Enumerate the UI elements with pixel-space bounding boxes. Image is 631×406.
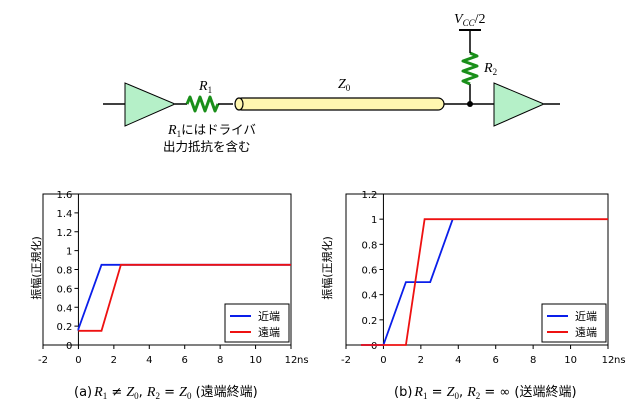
y-tick-label: 1.2 — [57, 228, 73, 239]
chart-a-x-ticks: -2 0 2 4 6 8 10 12 — [38, 345, 297, 366]
note-line-1: R1にはドライバ — [167, 122, 256, 139]
chart-b-y-label: 振幅(正規化) — [320, 236, 334, 300]
x-tick-label: 2 — [111, 355, 117, 366]
y-tick-label: 0.6 — [362, 266, 378, 277]
y-tick-label: 0.8 — [57, 266, 73, 277]
y-tick-label: 0.4 — [57, 303, 73, 314]
x-tick-label: 6 — [182, 355, 188, 366]
y-tick-label: 0.2 — [57, 322, 73, 333]
chart-b-series — [361, 218, 608, 346]
legend-box — [541, 303, 607, 343]
y-tick-label: 1 — [371, 215, 377, 226]
y-tick-label: 0.6 — [57, 284, 73, 295]
chart-a-y-label: 振幅(正規化) — [29, 236, 43, 300]
chart-a-x-unit: ns — [297, 355, 309, 366]
x-tick-label: 4 — [455, 355, 461, 366]
y-tick-label: 1 — [66, 247, 72, 258]
chart-b-y-ticks: 0 0.2 0.4 0.6 0.8 1 1.2 — [362, 190, 384, 352]
y-tick-label: 0 — [371, 341, 377, 352]
x-tick-label: 10 — [564, 355, 577, 366]
r1-resistor — [185, 95, 220, 113]
x-tick-label: 4 — [146, 355, 152, 366]
receiver-buffer — [493, 82, 546, 127]
chart-a-y-ticks: 0 0.2 0.4 0.6 0.8 1 1.2 1.4 1.6 — [57, 190, 79, 352]
chart-b-x-ticks: -2 0 2 4 6 8 10 12 — [341, 345, 614, 366]
legend-label: 遠端 — [258, 326, 280, 339]
x-tick-label: 0 — [380, 355, 386, 366]
caption-a: (a)R1 ≠ Z0, R2 = Z0 (遠端終端) — [74, 384, 258, 401]
transmission-line — [234, 97, 445, 111]
y-tick-label: 0.8 — [362, 240, 378, 251]
x-tick-label: 6 — [493, 355, 499, 366]
vcc-label: VCC/2 — [454, 12, 485, 28]
series-line-far — [361, 218, 608, 346]
legend-label: 近端 — [258, 310, 280, 323]
circuit-diagram: VCC/2 R1 R2 Z0 R1にはドライバ 出力抵抗を含む — [103, 12, 560, 154]
x-tick-label: 8 — [217, 355, 223, 366]
x-tick-label: 8 — [530, 355, 536, 366]
y-tick-label: 0.4 — [362, 291, 378, 302]
y-tick-label: 1.4 — [57, 209, 73, 220]
x-tick-label: -2 — [341, 355, 351, 366]
legend-label: 遠端 — [575, 326, 597, 339]
chart-a-series — [77, 263, 291, 332]
y-tick-label: 1.2 — [362, 190, 378, 201]
caption-b: (b)R1 = Z0, R2 = ∞ (送端終端) — [394, 384, 577, 401]
r2-resistor — [461, 51, 479, 86]
note-line-2: 出力抵抗を含む — [163, 139, 251, 154]
x-tick-label: 2 — [418, 355, 424, 366]
x-tick-label: 10 — [249, 355, 262, 366]
series-line-far — [78, 263, 291, 332]
y-tick-label: 1.6 — [57, 190, 73, 201]
r2-label: R2 — [483, 61, 497, 77]
x-tick-label: 12 — [285, 355, 298, 366]
driver-buffer — [124, 82, 177, 127]
x-tick-label: 0 — [75, 355, 81, 366]
legend-box — [224, 303, 290, 343]
chart-b-x-unit: ns — [614, 355, 626, 366]
x-tick-label: 12 — [602, 355, 615, 366]
y-tick-label: 0 — [66, 341, 72, 352]
x-tick-label: -2 — [38, 355, 48, 366]
chart-a: 0 0.2 0.4 0.6 0.8 1 1.2 1.4 1.6 -2 0 2 4 6 8 10 12 ns 近… — [38, 190, 309, 366]
legend-label: 近端 — [575, 310, 597, 323]
r1-label: R1 — [198, 79, 212, 95]
z0-label: Z0 — [338, 77, 351, 93]
y-tick-label: 0.2 — [362, 316, 378, 327]
